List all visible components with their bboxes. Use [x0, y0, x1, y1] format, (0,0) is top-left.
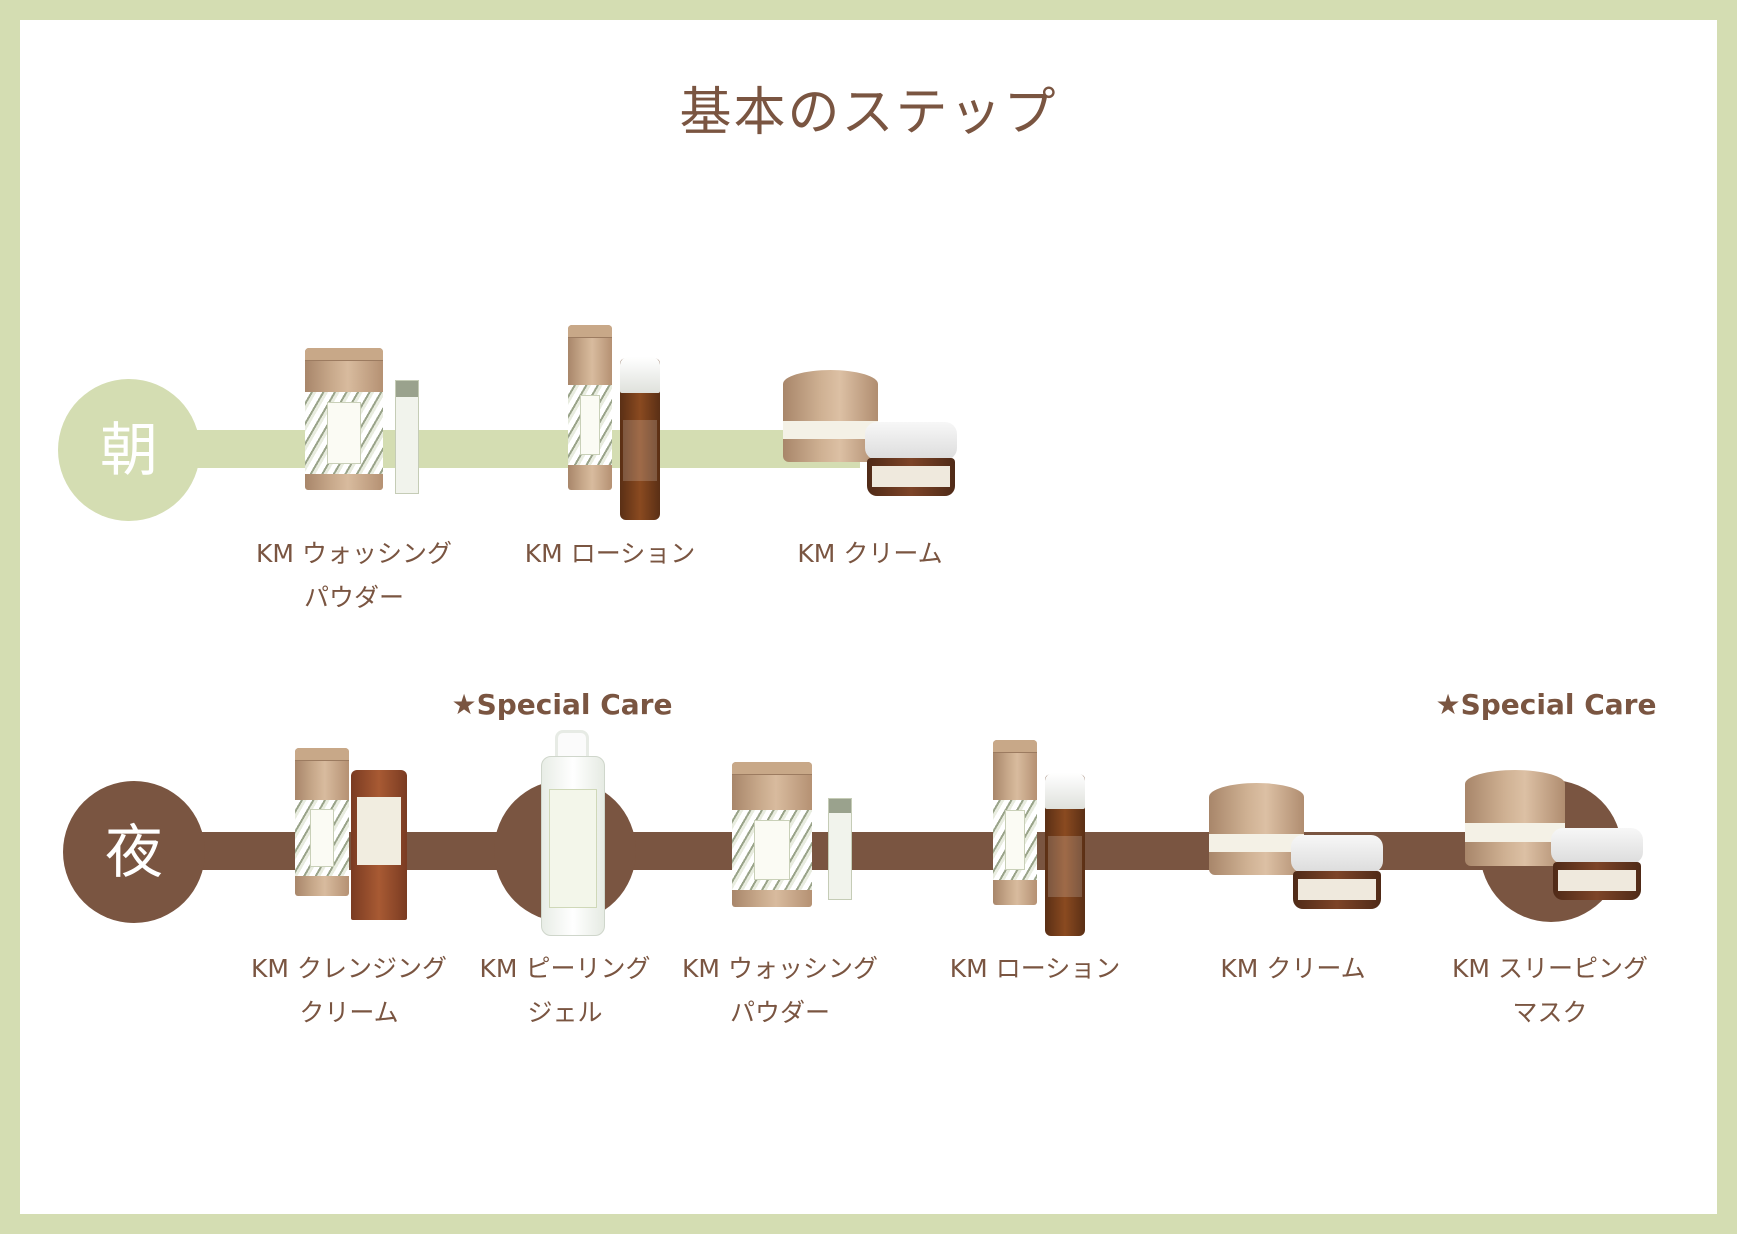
- product-cream-image-night: [1209, 783, 1409, 933]
- product-sleeping-mask-image: [1465, 770, 1665, 920]
- special-care-label-2: ★Special Care: [1435, 688, 1657, 721]
- night-step-label-3: KM ウォッシング パウダー: [682, 954, 878, 1027]
- product-cream-image: [783, 370, 963, 520]
- product-cleansing-cream-image: [295, 748, 435, 948]
- product-washing-powder-image-night: [732, 762, 872, 922]
- morning-timeline-bar: [120, 430, 860, 468]
- morning-step-label-2: KM ローション: [524, 539, 696, 568]
- night-badge: 夜: [63, 781, 205, 923]
- product-peeling-gel-image: [535, 730, 615, 940]
- page-title: 基本のステップ: [679, 83, 1058, 143]
- morning-badge-label: 朝: [99, 416, 158, 484]
- morning-step-label-3: KM クリーム: [797, 539, 943, 568]
- night-badge-label: 夜: [104, 818, 163, 886]
- product-lotion-image: [568, 325, 668, 535]
- night-step-label-2: KM ピーリング ジェル: [479, 954, 651, 1027]
- morning-step-label-1: KM ウォッシング パウダー: [256, 539, 452, 612]
- night-step-label-6: KM スリーピング マスク: [1452, 954, 1648, 1027]
- night-step-label-5: KM クリーム: [1220, 954, 1366, 983]
- morning-badge: 朝: [58, 379, 200, 521]
- product-washing-powder-image: [305, 348, 435, 498]
- product-lotion-image-night: [993, 740, 1093, 950]
- content-panel: 基本のステップ 朝 KM ウォッシング パウダー KM ローション KM クリー…: [20, 20, 1717, 1214]
- night-step-label-4: KM ローション: [949, 954, 1121, 983]
- night-step-label-1: KM クレンジング クリーム: [251, 954, 447, 1027]
- special-care-label-1: ★Special Care: [451, 688, 673, 721]
